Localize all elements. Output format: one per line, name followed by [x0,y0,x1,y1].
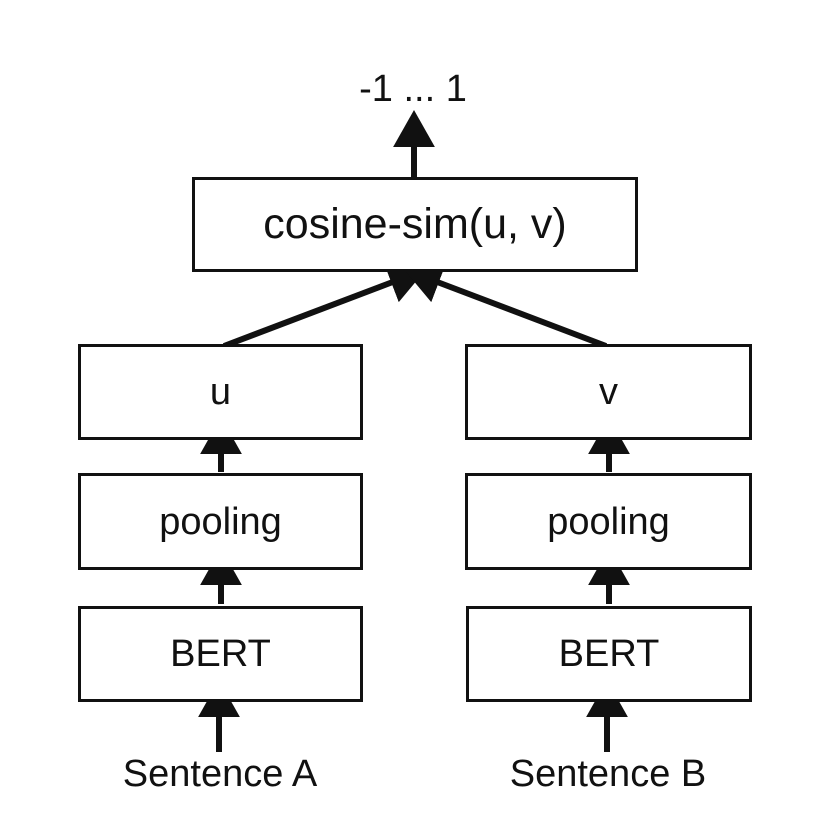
input-sentence-a-label: Sentence A [122,753,318,795]
node-cosine-sim[interactable]: cosine-sim(u, v) [192,177,638,272]
node-pooling-right-label: pooling [547,500,670,543]
node-cosine-sim-label: cosine-sim(u, v) [263,200,567,248]
node-embedding-u-label: u [209,371,232,413]
edge-u-to-cosine [222,262,427,349]
input-sentence-b-label: Sentence B [509,753,707,795]
node-embedding-v-label: v [599,371,618,413]
node-bert-right[interactable]: BERT [466,606,752,702]
output-score-label: -1 ... 1 [359,68,467,110]
node-pooling-right[interactable]: pooling [465,473,752,570]
node-pooling-left-label: pooling [159,500,282,543]
node-bert-right-label: BERT [558,633,660,675]
node-embedding-v[interactable]: v [465,344,752,440]
node-bert-left-label: BERT [170,633,271,675]
edge-v-to-cosine [403,262,608,349]
node-embedding-u[interactable]: u [78,344,363,440]
node-pooling-left[interactable]: pooling [78,473,363,570]
node-bert-left[interactable]: BERT [78,606,363,702]
